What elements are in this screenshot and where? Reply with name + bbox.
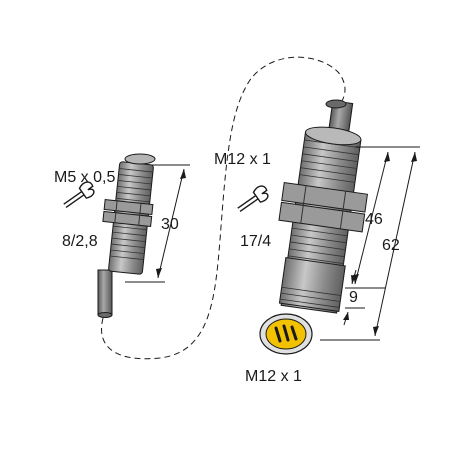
small-sensor-length-label: 30 xyxy=(161,216,179,233)
wrench-icon xyxy=(63,181,95,209)
small-sensor xyxy=(97,153,156,318)
large-sensor-dimensions xyxy=(320,146,420,341)
wrench-icon xyxy=(237,185,269,213)
small-sensor-thread-label: M5 x 0,5 xyxy=(54,169,115,186)
large-sensor-length-46-label: 46 xyxy=(365,211,383,228)
large-sensor-length-9-label: 9 xyxy=(349,289,358,306)
small-sensor-dimension-30 xyxy=(125,164,190,283)
small-sensor-cable xyxy=(97,269,113,316)
dashed-cable-loop xyxy=(101,56,346,360)
large-sensor-connector-label: M12 x 1 xyxy=(245,368,302,385)
connector-pins xyxy=(274,324,298,343)
large-sensor-nut-upper xyxy=(281,181,369,213)
large-sensor-length-62-label: 62 xyxy=(382,237,400,254)
large-sensor-lower-body xyxy=(278,256,346,312)
large-sensor-thread-label: M12 x 1 xyxy=(214,151,271,168)
small-sensor-wrench-label: 8/2,8 xyxy=(62,233,98,250)
large-sensor-wrench-label: 17/4 xyxy=(240,233,271,250)
large-sensor xyxy=(259,99,369,355)
large-sensor-nut-lower xyxy=(278,201,366,233)
